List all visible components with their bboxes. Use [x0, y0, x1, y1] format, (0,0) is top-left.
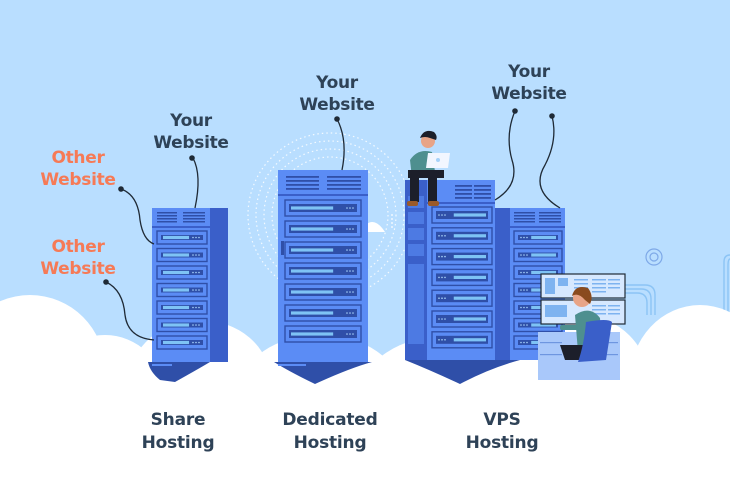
- label-line: Your: [316, 73, 358, 93]
- title-line: Dedicated: [282, 410, 378, 430]
- dedicated-your-website-label: Your Website: [294, 72, 380, 116]
- drive-slot: [284, 283, 362, 301]
- dedicated-hosting-server: [274, 170, 372, 384]
- vps-hosting-servers: [405, 180, 565, 384]
- vps-your-website-label: Your Website: [486, 61, 572, 105]
- drive-slot: [156, 230, 208, 245]
- decorative-dots: [391, 214, 393, 228]
- person-with-laptop: [407, 130, 450, 206]
- label-line: Website: [40, 259, 116, 279]
- drive-slot: [156, 300, 208, 315]
- label-line: Website: [40, 170, 116, 190]
- label-line: Website: [153, 133, 229, 153]
- gear-icon: [645, 248, 663, 266]
- drive-slot: [431, 310, 493, 328]
- drive-slot: [431, 247, 493, 266]
- person-at-desk: [560, 287, 612, 362]
- drive-slot: [156, 282, 208, 298]
- label-line: Your: [170, 111, 212, 131]
- share-your-website-label: Your Website: [148, 110, 234, 154]
- label-line: Other: [51, 148, 105, 168]
- title-line: Share: [150, 410, 206, 430]
- dedicated-cable: [336, 118, 345, 171]
- drive-slot: [431, 289, 493, 307]
- vps-cables: [494, 110, 561, 209]
- label-line: Website: [299, 95, 375, 115]
- share-hosting-title: Share Hosting: [128, 409, 228, 455]
- drive-slot: [284, 304, 362, 322]
- drive-slot: [156, 247, 208, 263]
- drive-slot: [156, 335, 208, 350]
- share-hosting-server: [148, 208, 228, 382]
- drive-slot: [431, 227, 493, 245]
- drive-slot: [284, 325, 362, 343]
- drive-slot: [284, 262, 362, 280]
- drive-slot: [156, 265, 208, 280]
- drive-slot: [431, 206, 493, 224]
- workstation: [538, 273, 626, 380]
- share-cables: [105, 157, 199, 341]
- drive-slot: [513, 247, 563, 263]
- drive-slot: [431, 331, 493, 349]
- label-line: Website: [491, 84, 567, 104]
- vps-hosting-title: VPS Hosting: [447, 409, 557, 455]
- other-website-label-1: Other Website: [36, 147, 120, 191]
- dedicated-hosting-title: Dedicated Hosting: [270, 409, 390, 455]
- label-line: Your: [508, 62, 550, 82]
- drive-slot: [513, 230, 563, 245]
- drive-slot: [284, 241, 362, 259]
- title-line: Hosting: [141, 433, 215, 453]
- drive-slot: [156, 317, 208, 333]
- title-line: VPS: [483, 410, 521, 430]
- title-line: Hosting: [465, 433, 539, 453]
- drive-slot: [431, 268, 493, 287]
- title-line: Hosting: [293, 433, 367, 453]
- drive-slot: [284, 199, 362, 217]
- other-website-label-2: Other Website: [36, 236, 120, 280]
- label-line: Other: [51, 237, 105, 257]
- drive-slot: [284, 220, 362, 238]
